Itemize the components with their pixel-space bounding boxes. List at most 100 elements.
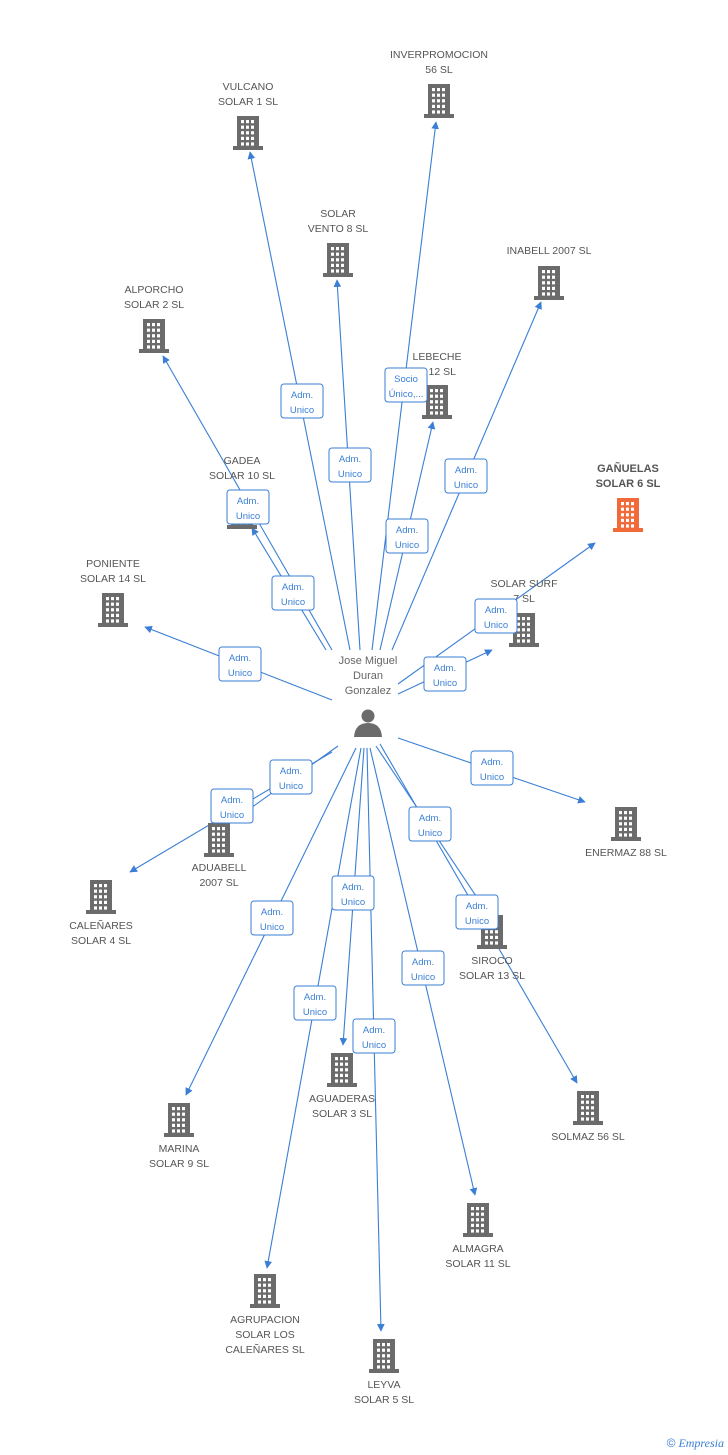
relation-label-almagra[interactable]: Adm.Unico	[401, 950, 445, 986]
relation-label-line: Adm.	[229, 653, 251, 664]
building-icon	[98, 593, 128, 627]
relation-label-poniente[interactable]: Adm. Unico	[218, 646, 262, 682]
relation-label-solmaz[interactable]: Adm.Unico	[455, 894, 499, 930]
building-icon	[573, 1091, 603, 1125]
building-icon	[164, 1103, 194, 1137]
relation-label-line: Adm.	[282, 582, 304, 593]
company-label-line: 7 SL	[513, 593, 535, 605]
company-label-line: SOLAR LOS	[235, 1329, 295, 1341]
company-label-line: AGUADERAS	[309, 1093, 375, 1105]
person-name-line: Jose Miguel	[339, 655, 398, 667]
company-node-vento[interactable]: SOLAR VENTO 8 SL	[308, 208, 369, 277]
company-label-line: CALEÑARES	[69, 919, 133, 932]
company-node-leyva[interactable]: LEYVA SOLAR 5 SL	[354, 1339, 414, 1406]
building-icon	[611, 807, 641, 841]
relation-label-line: Unico	[338, 469, 362, 480]
relation-label-line: Unico	[362, 1040, 386, 1051]
relation-label-line: Unico	[454, 480, 478, 491]
relation-label-alporcho[interactable]: Adm.Unico	[226, 489, 270, 525]
relation-label-agrupacion[interactable]: Adm. Unico	[293, 985, 337, 1021]
company-node-ganuelas[interactable]: GAÑUELAS SOLAR 6 SL	[596, 462, 661, 532]
company-label-line: ALMAGRA	[452, 1243, 503, 1255]
company-label-line: GAÑUELAS	[597, 462, 659, 475]
building-icon	[422, 385, 452, 419]
company-label-line: SOLAR 3 SL	[312, 1108, 372, 1120]
relation-label-ganuelas[interactable]: Adm. Unico	[474, 598, 518, 634]
company-node-surf[interactable]: SOLAR SURF 7 SL	[490, 578, 558, 647]
company-label-line: SIROCO	[471, 955, 512, 967]
relation-label-line: Adm.	[304, 992, 326, 1003]
relation-label-line: Unico	[433, 678, 457, 689]
relation-label-vento[interactable]: Adm.Unico	[328, 447, 372, 483]
relation-label-gadea[interactable]: Adm.Unico	[271, 575, 315, 611]
relation-label-enermaz[interactable]: Adm.Unico	[470, 750, 514, 786]
company-label-line: SOLAR 9 SL	[149, 1158, 209, 1170]
relation-label-line: Unico	[341, 897, 365, 908]
company-label-line: SOLAR	[320, 208, 356, 220]
company-node-solmaz[interactable]: SOLMAZ 56 SL	[551, 1091, 625, 1143]
relation-label-lebeche[interactable]: Adm.Unico	[385, 518, 429, 554]
company-label-line: AGRUPACION	[230, 1314, 300, 1326]
company-label-line: VENTO 8 SL	[308, 223, 369, 235]
building-icon	[233, 116, 263, 150]
edge-labels-layer: Adm.UnicoAdm.UnicoSocioÚnico,...Adm.Unic…	[210, 367, 518, 1054]
relation-label-line: Socio	[394, 374, 418, 385]
relation-label-siroco[interactable]: Adm. Unico	[408, 806, 452, 842]
relation-label-marina[interactable]: Adm.Unico	[250, 900, 294, 936]
relation-label-line: Unico	[484, 620, 508, 631]
company-label-line: SOLAR SURF	[490, 578, 557, 590]
person-icon	[354, 709, 382, 737]
relation-label-line: Unico	[220, 810, 244, 821]
company-label-line: ENERMAZ 88 SL	[585, 847, 667, 859]
company-node-inabell[interactable]: INABELL 2007 SL	[507, 245, 592, 300]
building-icon	[534, 266, 564, 300]
company-label-line: ALPORCHO	[125, 284, 184, 296]
relation-label-line: Adm.	[434, 663, 456, 674]
relation-label-leyva[interactable]: Adm.Unico	[352, 1018, 396, 1054]
relation-label-line: Adm.	[342, 882, 364, 893]
relation-label-vulcano[interactable]: Adm.Unico	[280, 383, 324, 419]
building-icon	[139, 319, 169, 353]
relation-label-line: Unico	[418, 828, 442, 839]
relation-label-aguaderas[interactable]: Adm. Unico	[331, 875, 375, 911]
relation-label-line: Adm.	[419, 813, 441, 824]
company-label-line: LEYVA	[367, 1379, 400, 1391]
relation-label-line: Unico	[279, 781, 303, 792]
company-label-line: ADUABELL	[192, 862, 247, 874]
company-label-line: INVERPROMOCION	[390, 49, 488, 61]
building-icon	[369, 1339, 399, 1373]
company-node-aguaderas[interactable]: AGUADERAS SOLAR 3 SL	[309, 1053, 375, 1120]
relation-label-line: Unico	[395, 540, 419, 551]
company-label-line: SOLAR 5 SL	[354, 1394, 414, 1406]
relation-label-inverpromocion[interactable]: SocioÚnico,...	[384, 367, 428, 403]
relation-label-surf[interactable]: Adm. Unico	[423, 656, 467, 692]
building-icon	[463, 1203, 493, 1237]
relation-label-line: Unico	[228, 668, 252, 679]
company-label-line: SOLAR 6 SL	[596, 478, 661, 490]
person-name-line: Duran	[353, 670, 383, 682]
relation-label-line: Unico	[411, 972, 435, 983]
building-icon	[509, 613, 539, 647]
relation-label-inabell[interactable]: Adm.Unico	[444, 458, 488, 494]
relation-label-line: Adm.	[485, 605, 507, 616]
relation-label-line: Unico	[465, 916, 489, 927]
relation-label-line: Unico	[303, 1007, 327, 1018]
relation-label-line: Unico	[260, 922, 284, 933]
relation-label-line: Adm.	[291, 390, 313, 401]
relation-label-line: Adm.	[280, 766, 302, 777]
company-node-enermaz[interactable]: ENERMAZ 88 SL	[585, 807, 667, 859]
relation-label-calenares4[interactable]: Adm.Unico	[210, 788, 254, 824]
building-icon	[613, 498, 643, 532]
relation-label-aduabell[interactable]: Adm. Unico	[269, 759, 313, 795]
